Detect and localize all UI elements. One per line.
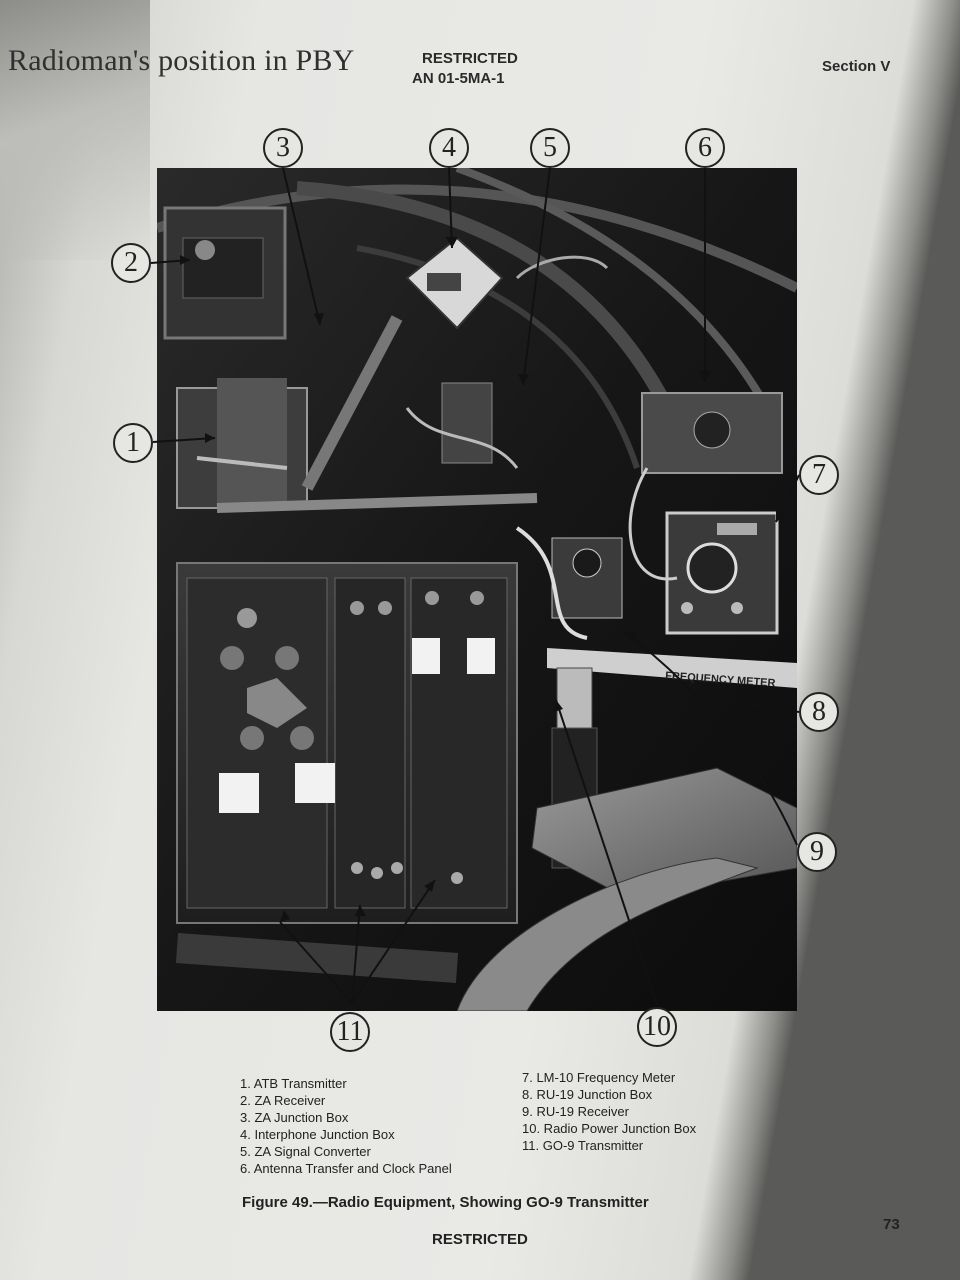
callout-3: 3: [263, 128, 303, 168]
overlay-title: Radioman's position in PBY: [8, 44, 355, 77]
callout-11: 11: [330, 1012, 370, 1052]
header-restricted: RESTRICTED: [422, 50, 518, 67]
legend-item: 3. ZA Junction Box: [240, 1110, 349, 1125]
callout-2: 2: [111, 243, 151, 283]
radio-equipment-photo: FREQUENCY METER: [157, 168, 797, 1011]
callout-9: 9: [797, 832, 837, 872]
legend-item: 8. RU-19 Junction Box: [522, 1087, 653, 1102]
legend-right: 7. LM-10 Frequency Meter 8. RU-19 Juncti…: [522, 1069, 696, 1154]
legend-item: 1. ATB Transmitter: [240, 1076, 347, 1091]
header-doc-number: AN 01-5MA-1: [412, 70, 505, 87]
callout-4: 4: [429, 128, 469, 168]
callout-5: 5: [530, 128, 570, 168]
callout-6: 6: [685, 128, 725, 168]
legend-item: 6. Antenna Transfer and Clock Panel: [240, 1161, 452, 1176]
legend-item: 11. GO-9 Transmitter: [522, 1138, 644, 1153]
legend-item: 5. ZA Signal Converter: [240, 1144, 371, 1159]
photo-illustration: FREQUENCY METER: [157, 168, 797, 1011]
page-number: 73: [883, 1216, 900, 1233]
header-section: Section V: [822, 58, 891, 75]
figure-caption: Figure 49.—Radio Equipment, Showing GO-9…: [242, 1194, 649, 1211]
legend-item: 4. Interphone Junction Box: [240, 1127, 395, 1142]
legend-left: 1. ATB Transmitter 2. ZA Receiver 3. ZA …: [240, 1075, 452, 1177]
page-fold-shadow: [0, 0, 150, 260]
legend-item: 2. ZA Receiver: [240, 1093, 326, 1108]
legend-item: 10. Radio Power Junction Box: [522, 1121, 697, 1136]
callout-8: 8: [799, 692, 839, 732]
callout-10: 10: [637, 1007, 677, 1047]
footer-restricted: RESTRICTED: [432, 1231, 528, 1248]
legend-item: 7. LM-10 Frequency Meter: [522, 1070, 676, 1085]
callout-7: 7: [799, 455, 839, 495]
legend-item: 9. RU-19 Receiver: [522, 1104, 629, 1119]
callout-1: 1: [113, 423, 153, 463]
